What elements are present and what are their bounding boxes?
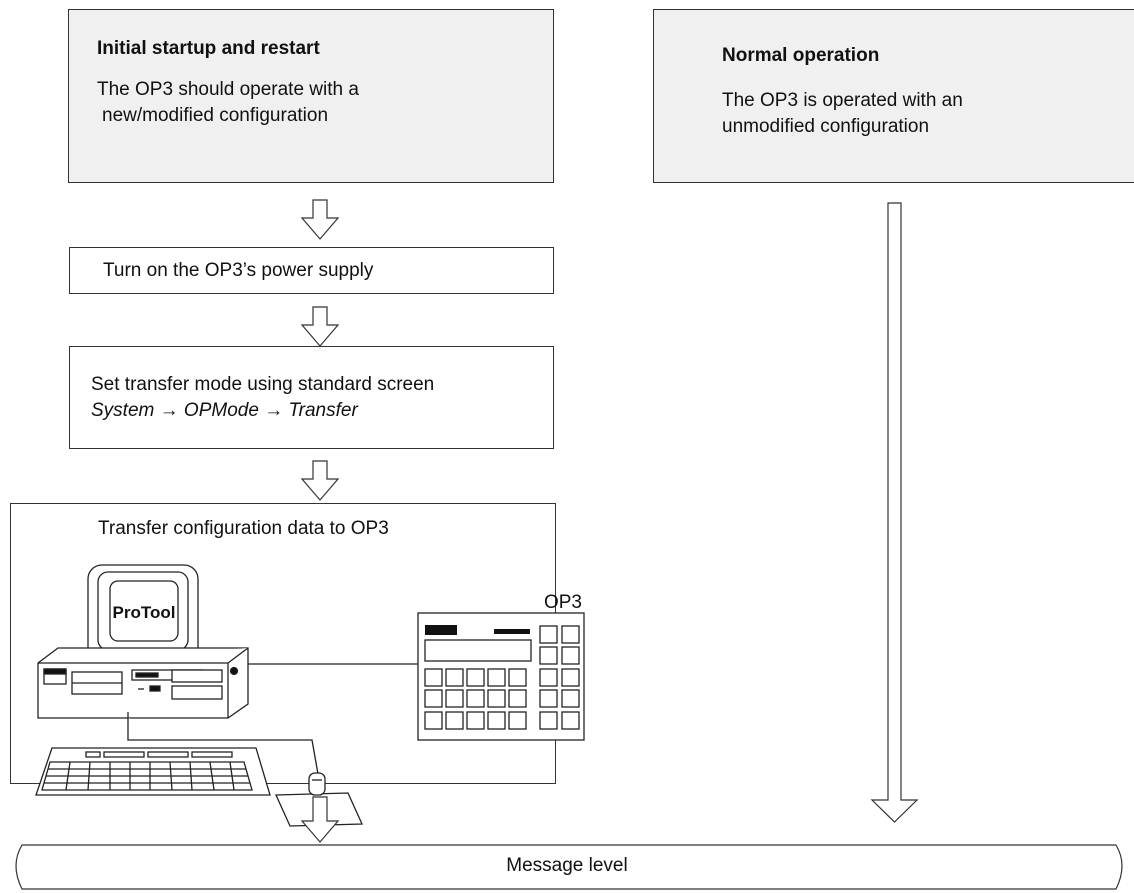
- startup-box: Initial startup and restart The OP3 shou…: [68, 9, 554, 183]
- message-level-label: Message level: [506, 855, 628, 876]
- transfer-mode-box: Set transfer mode using standard screen …: [69, 346, 554, 449]
- path-transfer: Transfer: [288, 400, 358, 421]
- startup-line2: new/modified configuration: [102, 105, 329, 126]
- path-opmode: OPMode: [183, 400, 259, 421]
- keyboard-icon: [35, 747, 271, 796]
- op3-device-icon: [417, 612, 585, 741]
- normal-line2: unmodified configuration: [722, 116, 930, 137]
- down-arrow-4: [301, 796, 339, 843]
- power-step-box: Turn on the OP3’s power supply: [69, 247, 554, 294]
- startup-title: Initial startup and restart: [97, 38, 320, 59]
- path-arrow-2: →: [264, 400, 284, 421]
- down-arrow-3: [301, 460, 339, 501]
- transfer-mode-line1: Set transfer mode using standard screen: [91, 374, 435, 395]
- pc-screen-label: ProTool: [113, 603, 176, 622]
- long-down-arrow: [870, 202, 919, 823]
- transfer-mode-path: System → OPMode → Transfer: [91, 398, 358, 424]
- system-unit-icon: [37, 647, 249, 719]
- normal-box: Normal operation The OP3 is operated wit…: [653, 9, 1134, 183]
- op3-device-label: OP3: [544, 592, 582, 613]
- normal-title: Normal operation: [722, 45, 880, 66]
- normal-line1: The OP3 is operated with an: [722, 90, 963, 111]
- startup-line1: The OP3 should operate with a: [97, 79, 359, 100]
- down-arrow-1: [301, 199, 339, 240]
- transfer-data-title: Transfer configuration data to OP3: [98, 518, 389, 539]
- power-step-text: Turn on the OP3’s power supply: [103, 260, 374, 281]
- down-arrow-2: [301, 306, 339, 347]
- path-system: System: [91, 400, 155, 421]
- path-arrow-1: →: [159, 400, 179, 421]
- message-level-bar: [15, 844, 1123, 890]
